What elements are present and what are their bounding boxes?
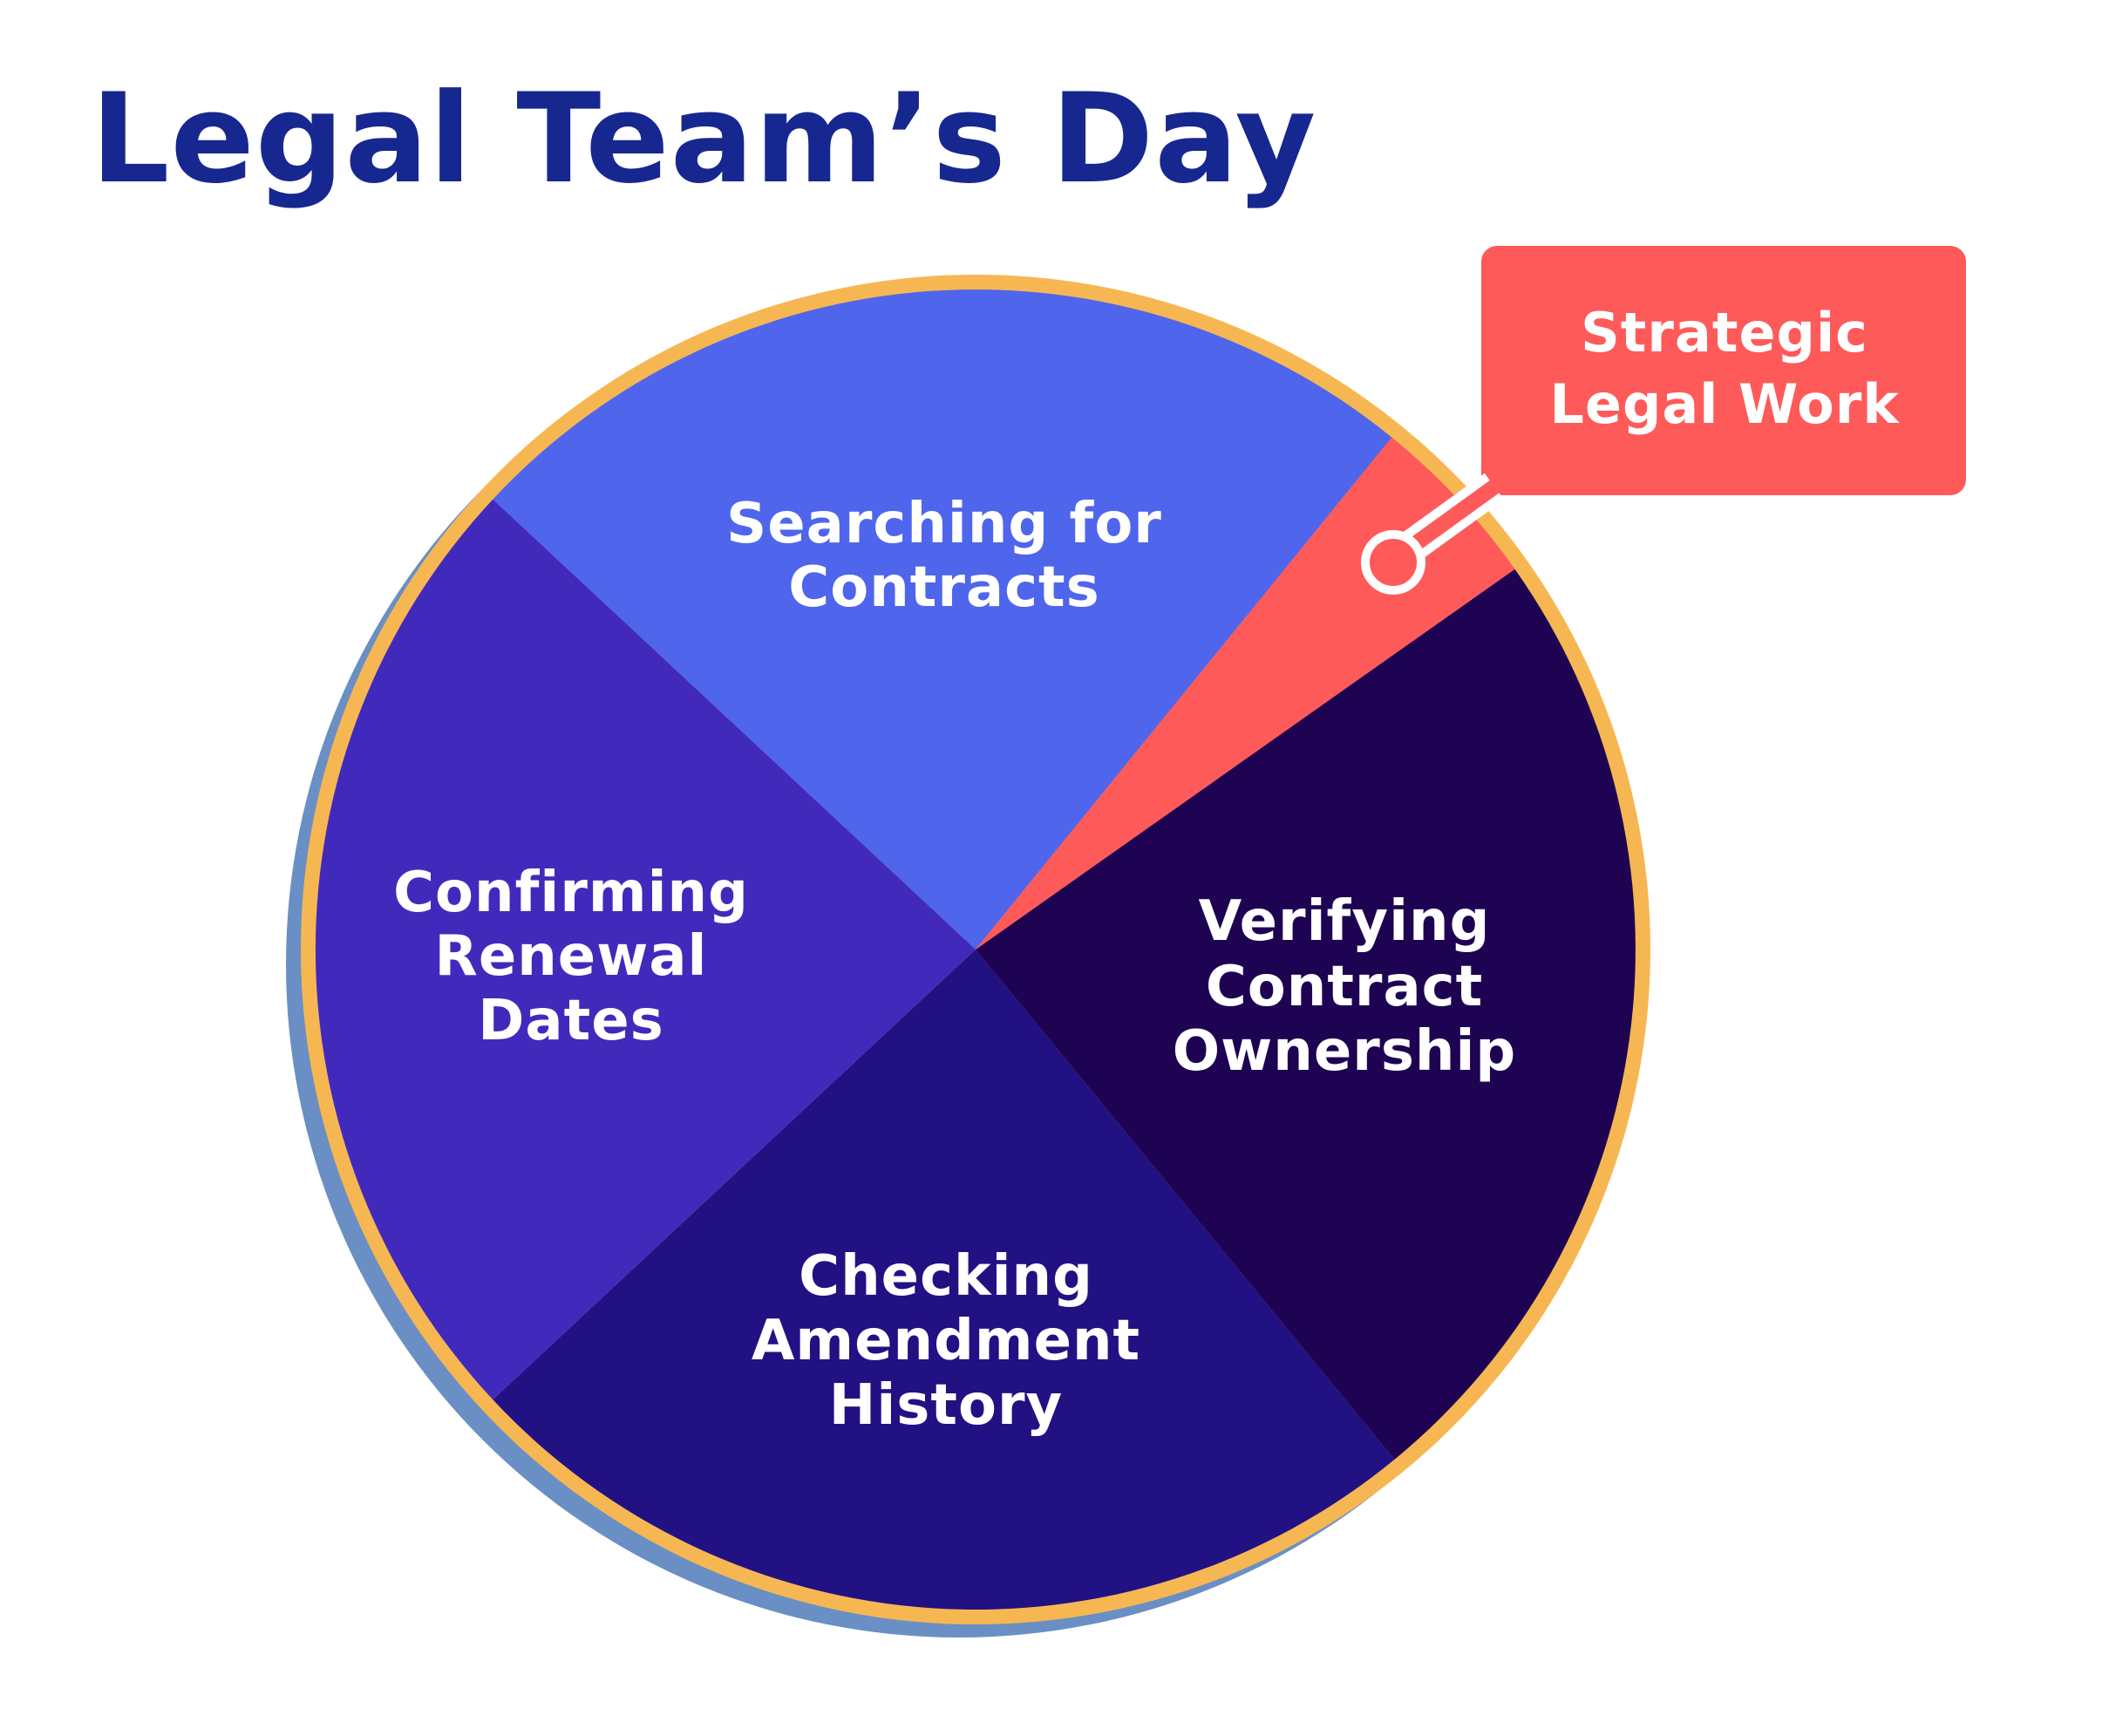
callout-strategic-legal-work[interactable]: Strategic Legal Work xyxy=(1361,246,1966,595)
label-searching-for-contracts: Searching for Contracts xyxy=(726,492,1162,620)
label-line: Confirming xyxy=(393,861,749,925)
chart-title: Legal Team’s Day xyxy=(91,67,1317,211)
label-line: Verifying xyxy=(1199,889,1491,954)
label-line: Contract xyxy=(1206,955,1483,1019)
label-line: Searching for xyxy=(726,492,1162,556)
label-line: Ownership xyxy=(1173,1019,1516,1084)
callout-pin-icon xyxy=(1361,530,1425,595)
label-verifying-contract-ownership: Verifying Contract Ownership xyxy=(1173,889,1516,1084)
label-line: Dates xyxy=(478,989,663,1053)
slice-confirming-renewal-dates[interactable] xyxy=(315,499,976,1400)
label-line: History xyxy=(829,1373,1063,1438)
callout-label-line: Legal Work xyxy=(1549,372,1900,436)
callout-connector xyxy=(1400,473,1508,558)
slice-searching-for-contracts[interactable] xyxy=(493,289,1392,950)
callout-box[interactable] xyxy=(1481,246,1966,495)
slice-verifying-contract-ownership[interactable] xyxy=(976,568,1636,1460)
label-checking-amendment-history: Checking Amendment History xyxy=(752,1244,1140,1438)
label-line: Contracts xyxy=(788,555,1099,620)
label-line: Amendment xyxy=(752,1309,1140,1373)
label-line: Checking xyxy=(799,1244,1093,1309)
callout-label-line: Strategic xyxy=(1581,301,1868,364)
label-confirming-renewal-dates: Confirming Renewal Dates xyxy=(393,861,749,1053)
label-line: Renewal xyxy=(435,924,708,989)
slice-checking-amendment-history[interactable] xyxy=(493,950,1395,1610)
